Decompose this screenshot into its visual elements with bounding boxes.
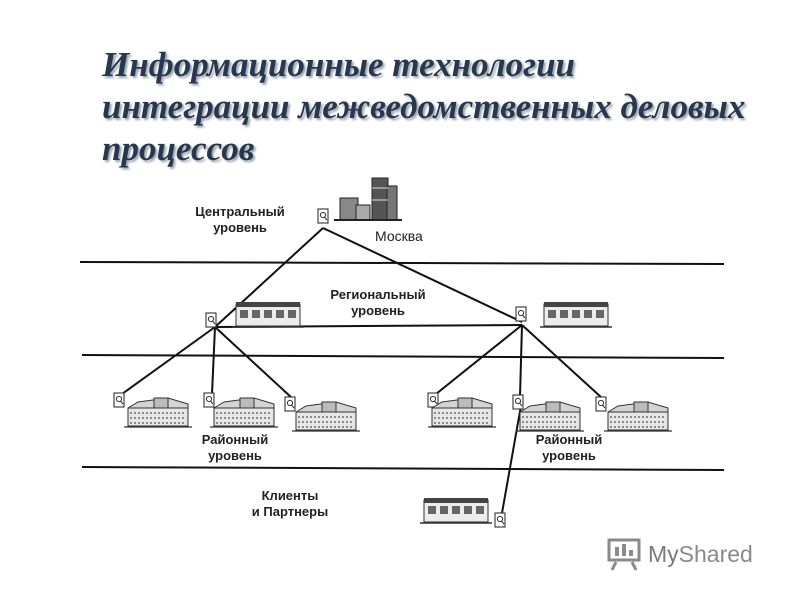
district-node-2-icon (203, 392, 215, 408)
district-left-label-2: уровень (208, 448, 262, 463)
district-right-label-2: уровень (542, 448, 596, 463)
regional-node-left-icon (205, 312, 217, 328)
title-line-1: Информационные технологии (102, 45, 576, 84)
district-building-6-icon (603, 401, 673, 432)
district-building-3-icon (291, 401, 361, 432)
title-line-2: интеграции межведомственных деловых (102, 87, 746, 126)
district-right-label-1: Районный (536, 432, 602, 447)
central-level-label-1: Центральный (195, 204, 284, 219)
central-level-label-2: уровень (213, 220, 267, 235)
regional-level-label-1: Региональный (330, 287, 425, 302)
district-node-1-icon (113, 392, 125, 408)
district-building-1-icon (123, 397, 193, 428)
district-node-3-icon (284, 396, 296, 412)
presentation-board-icon (607, 538, 641, 571)
central-node-icon (317, 208, 329, 224)
slide-title: Информационные технологии интеграции меж… (102, 44, 782, 170)
district-building-5-icon (515, 401, 585, 432)
client-building-icon (419, 497, 493, 524)
title-line-3: процессов (102, 129, 255, 168)
clients-label-2: и Партнеры (252, 504, 328, 519)
separator-line-3 (81, 466, 725, 471)
watermark-text: MyShared (648, 540, 753, 567)
clients-label-1: Клиенты (262, 488, 319, 503)
client-node-icon (494, 512, 506, 528)
city-label: Москва (375, 228, 423, 244)
regional-building-left-icon (231, 301, 305, 328)
district-node-5-icon (512, 394, 524, 410)
separator-line-2 (81, 354, 725, 359)
central-building-icon (334, 177, 402, 221)
regional-level-label-2: уровень (351, 303, 405, 318)
regional-node-right-icon (515, 306, 527, 322)
myshared-watermark: MyShared (606, 536, 753, 572)
district-node-6-icon (595, 396, 607, 412)
regional-building-right-icon (539, 301, 613, 328)
network-connections (121, 227, 603, 514)
district-building-2-icon (209, 397, 279, 428)
district-left-label-1: Районный (202, 432, 268, 447)
separator-line-1 (79, 261, 725, 265)
